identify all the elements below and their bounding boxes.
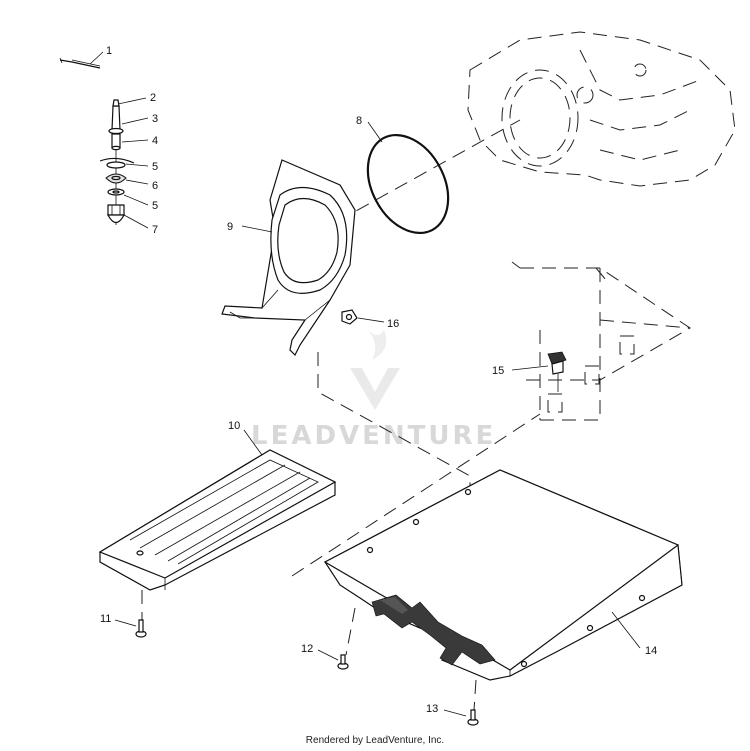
callout-9: 9	[227, 221, 233, 233]
callout-8: 8	[356, 115, 362, 127]
leader-line-7	[123, 214, 149, 229]
leader-line-9	[241, 225, 273, 233]
watermark-logo	[350, 330, 400, 410]
leader-line-16	[357, 317, 385, 323]
callout-2: 2	[150, 92, 156, 104]
credit-text: Rendered by LeadVenture, Inc.	[305, 735, 445, 746]
leader-line-3	[121, 117, 149, 125]
callout-4: 4	[152, 135, 158, 147]
centerline-upper	[317, 119, 521, 233]
part-11-screw[interactable]	[135, 590, 147, 638]
part-15-plug[interactable]	[547, 351, 567, 392]
centerline-duct-to-tray	[317, 352, 471, 490]
leader-line-10	[243, 429, 263, 456]
callout-3: 3	[152, 113, 158, 125]
callout-7: 7	[152, 224, 158, 236]
centerline-tray-crossing	[291, 413, 541, 577]
callout-5a: 5	[152, 161, 158, 173]
callout-16: 16	[387, 318, 399, 330]
leader-line-14	[611, 611, 641, 649]
watermark-text: LEADVENTURE	[251, 421, 496, 451]
part-stack-2-7[interactable]	[99, 99, 135, 225]
leader-line-5b	[123, 194, 149, 206]
leader-line-6	[125, 179, 149, 185]
leader-line-1	[89, 51, 104, 65]
part-14-skid-tray[interactable]	[323, 469, 683, 681]
leader-line-13	[443, 709, 467, 717]
callout-14: 14	[645, 645, 657, 657]
callout-10: 10	[228, 420, 240, 432]
part-13-screw[interactable]	[467, 679, 479, 726]
part-9-clutch-duct[interactable]	[221, 159, 356, 357]
callout-1: 1	[106, 45, 112, 57]
callout-11: 11	[100, 613, 111, 625]
part-8-o-ring[interactable]	[352, 121, 464, 247]
leader-line-15	[511, 365, 549, 371]
part-1-cable-tie[interactable]	[59, 57, 101, 69]
part-12-screw[interactable]	[337, 607, 356, 670]
leader-line-2	[117, 97, 147, 105]
leader-line-5a	[125, 163, 149, 167]
leader-line-12	[317, 649, 339, 661]
callout-5b: 5	[152, 200, 158, 212]
leader-line-8	[367, 121, 383, 143]
callout-12: 12	[301, 643, 313, 655]
callout-6: 6	[152, 180, 158, 192]
transmission-housing-outline	[467, 31, 736, 187]
callout-15: 15	[492, 365, 504, 377]
callout-13: 13	[426, 703, 438, 715]
part-16-nut[interactable]	[341, 309, 358, 325]
frame-reference-outline	[511, 261, 691, 421]
part-10-pad[interactable]	[98, 449, 337, 591]
leader-line-4	[121, 139, 149, 143]
leader-line-11	[114, 619, 137, 627]
